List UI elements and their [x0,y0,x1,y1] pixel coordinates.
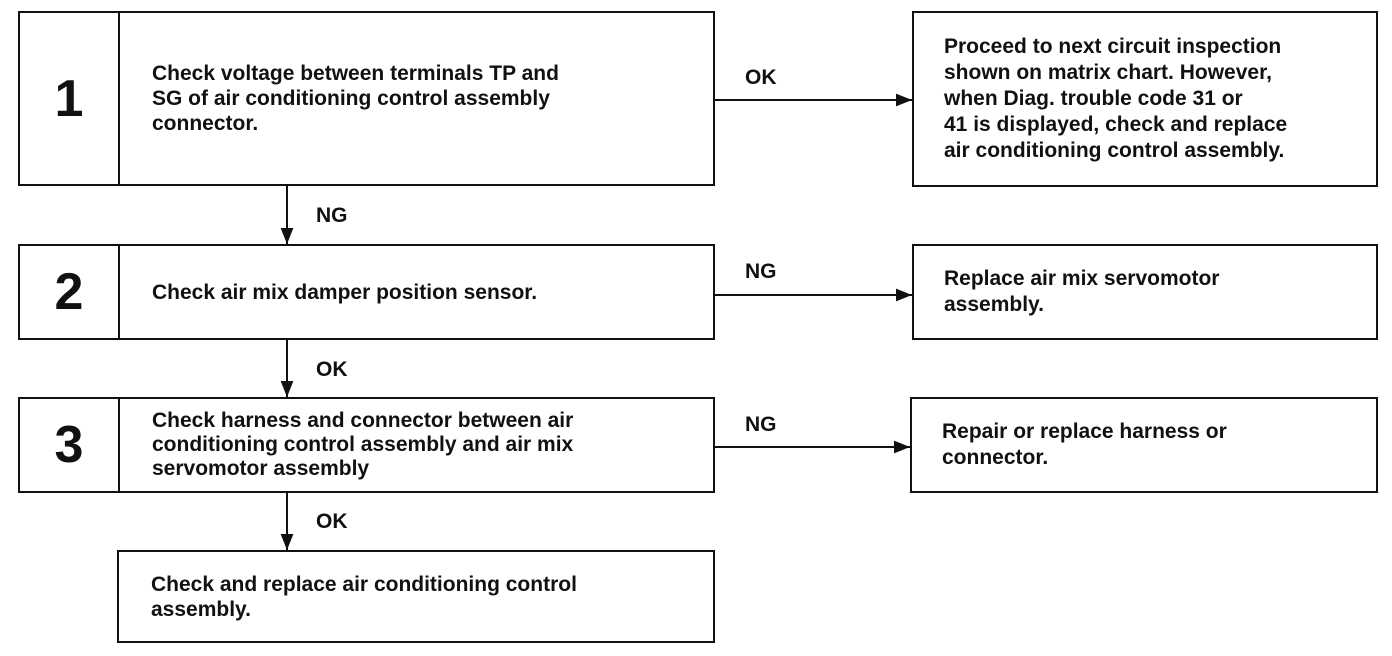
result-box-2: Replace air mix servomotor assembly. [912,244,1378,340]
down-label-2: OK [316,358,348,381]
step-1-box: 1 Check voltage between terminals TP and… [18,11,715,186]
final-action-text: Check and replace air conditioning contr… [151,572,577,621]
step-3-text: Check harness and connector between air … [152,409,574,480]
result-2-label: NG [745,260,777,283]
down-label-1: NG [316,204,348,227]
result-3-label: NG [745,413,777,436]
result-2-text: Replace air mix servomotor assembly. [944,267,1220,316]
step-2-text: Check air mix damper position sensor. [152,280,538,304]
step-3-number: 3 [20,399,120,491]
down-label-3: OK [316,510,348,533]
final-action-box: Check and replace air conditioning contr… [117,550,715,643]
step-1-number: 1 [20,13,120,184]
step-2-box: 2 Check air mix damper position sensor. [18,244,715,340]
result-1-text: Proceed to next circuit inspection shown… [944,35,1288,162]
step-1-text: Check voltage between terminals TP and S… [152,62,559,135]
result-box-3: Repair or replace harness or connector. [910,397,1378,493]
result-box-1: Proceed to next circuit inspection shown… [912,11,1378,187]
step-3-box: 3 Check harness and connector between ai… [18,397,715,493]
step-2-number: 2 [20,246,120,338]
result-3-text: Repair or replace harness or connector. [942,420,1227,469]
result-1-label: OK [745,66,777,89]
